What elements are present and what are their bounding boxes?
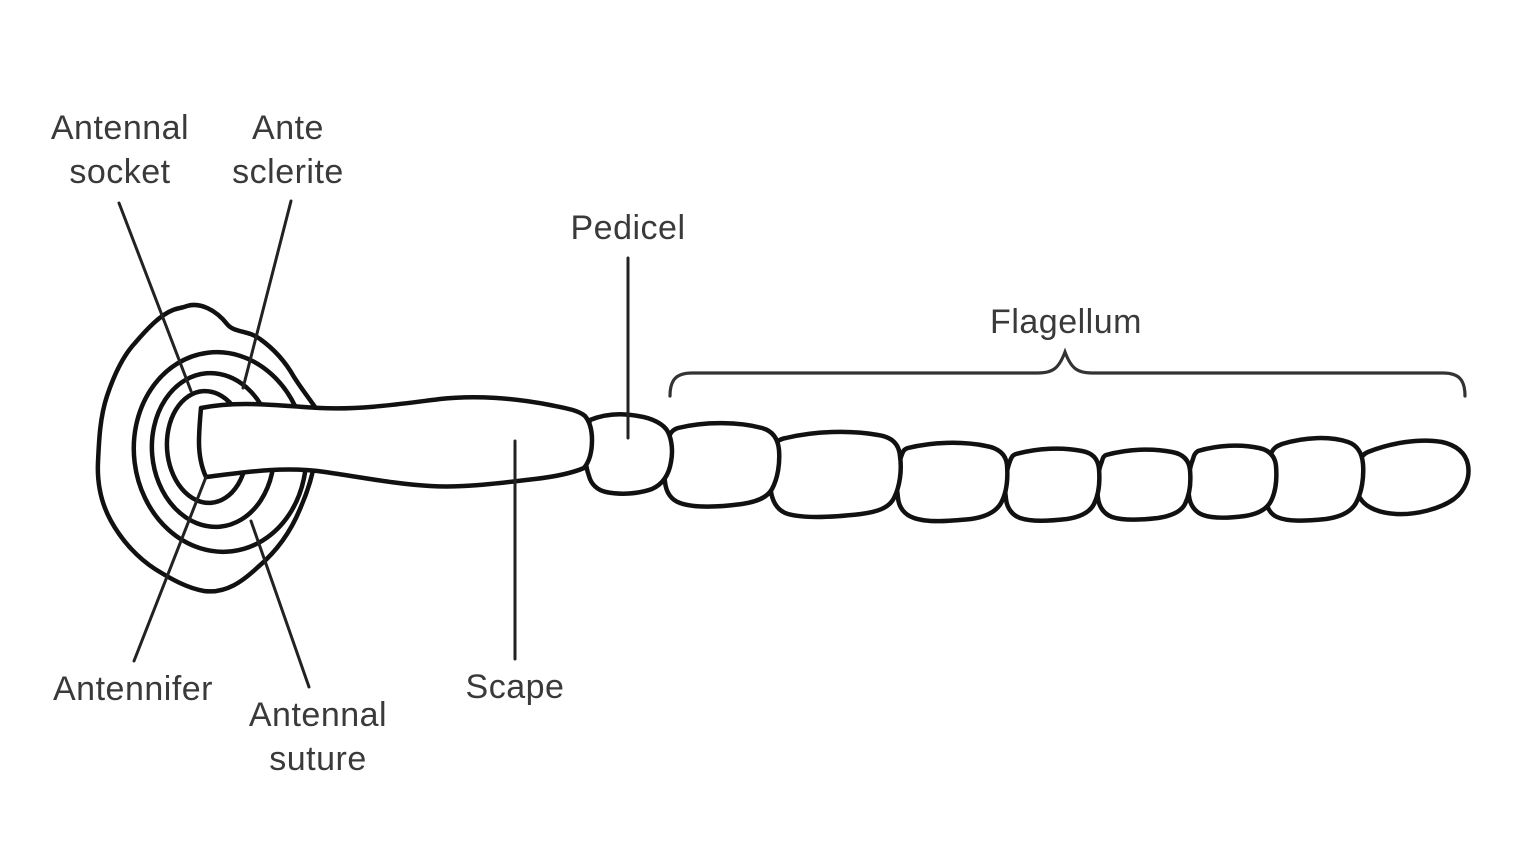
antennifer-label: Antennifer (53, 670, 213, 708)
antennal-sclerite-label: Ante sclerite (232, 109, 344, 191)
flagellum-brace (668, 347, 1467, 398)
flagellum-segment-2 (767, 429, 903, 520)
antennal-sclerite-leader-line (241, 199, 293, 390)
flagellum-segment-1 (661, 420, 782, 509)
flagellum-segment-4 (1002, 446, 1102, 523)
scape-segment (196, 394, 595, 489)
antennal-socket-label: Antennal socket (50, 109, 190, 191)
flagellum-segment-5 (1094, 447, 1193, 522)
antennifer-leader-line (132, 475, 208, 663)
flagellum-segment-6 (1185, 443, 1279, 520)
antennal-socket-leader-line (117, 201, 193, 393)
flagellum-label: Flagellum (990, 303, 1142, 341)
flagellum-segment-8 (1353, 438, 1471, 517)
scape-label: Scape (465, 668, 565, 706)
antennal-suture-leader-line (249, 519, 311, 689)
pedicel-label: Pedicel (570, 209, 686, 247)
flagellum-segment-3 (894, 440, 1010, 524)
antennal-suture-label: Antennal suture (248, 696, 388, 778)
flagellum-segment-7 (1262, 435, 1366, 523)
